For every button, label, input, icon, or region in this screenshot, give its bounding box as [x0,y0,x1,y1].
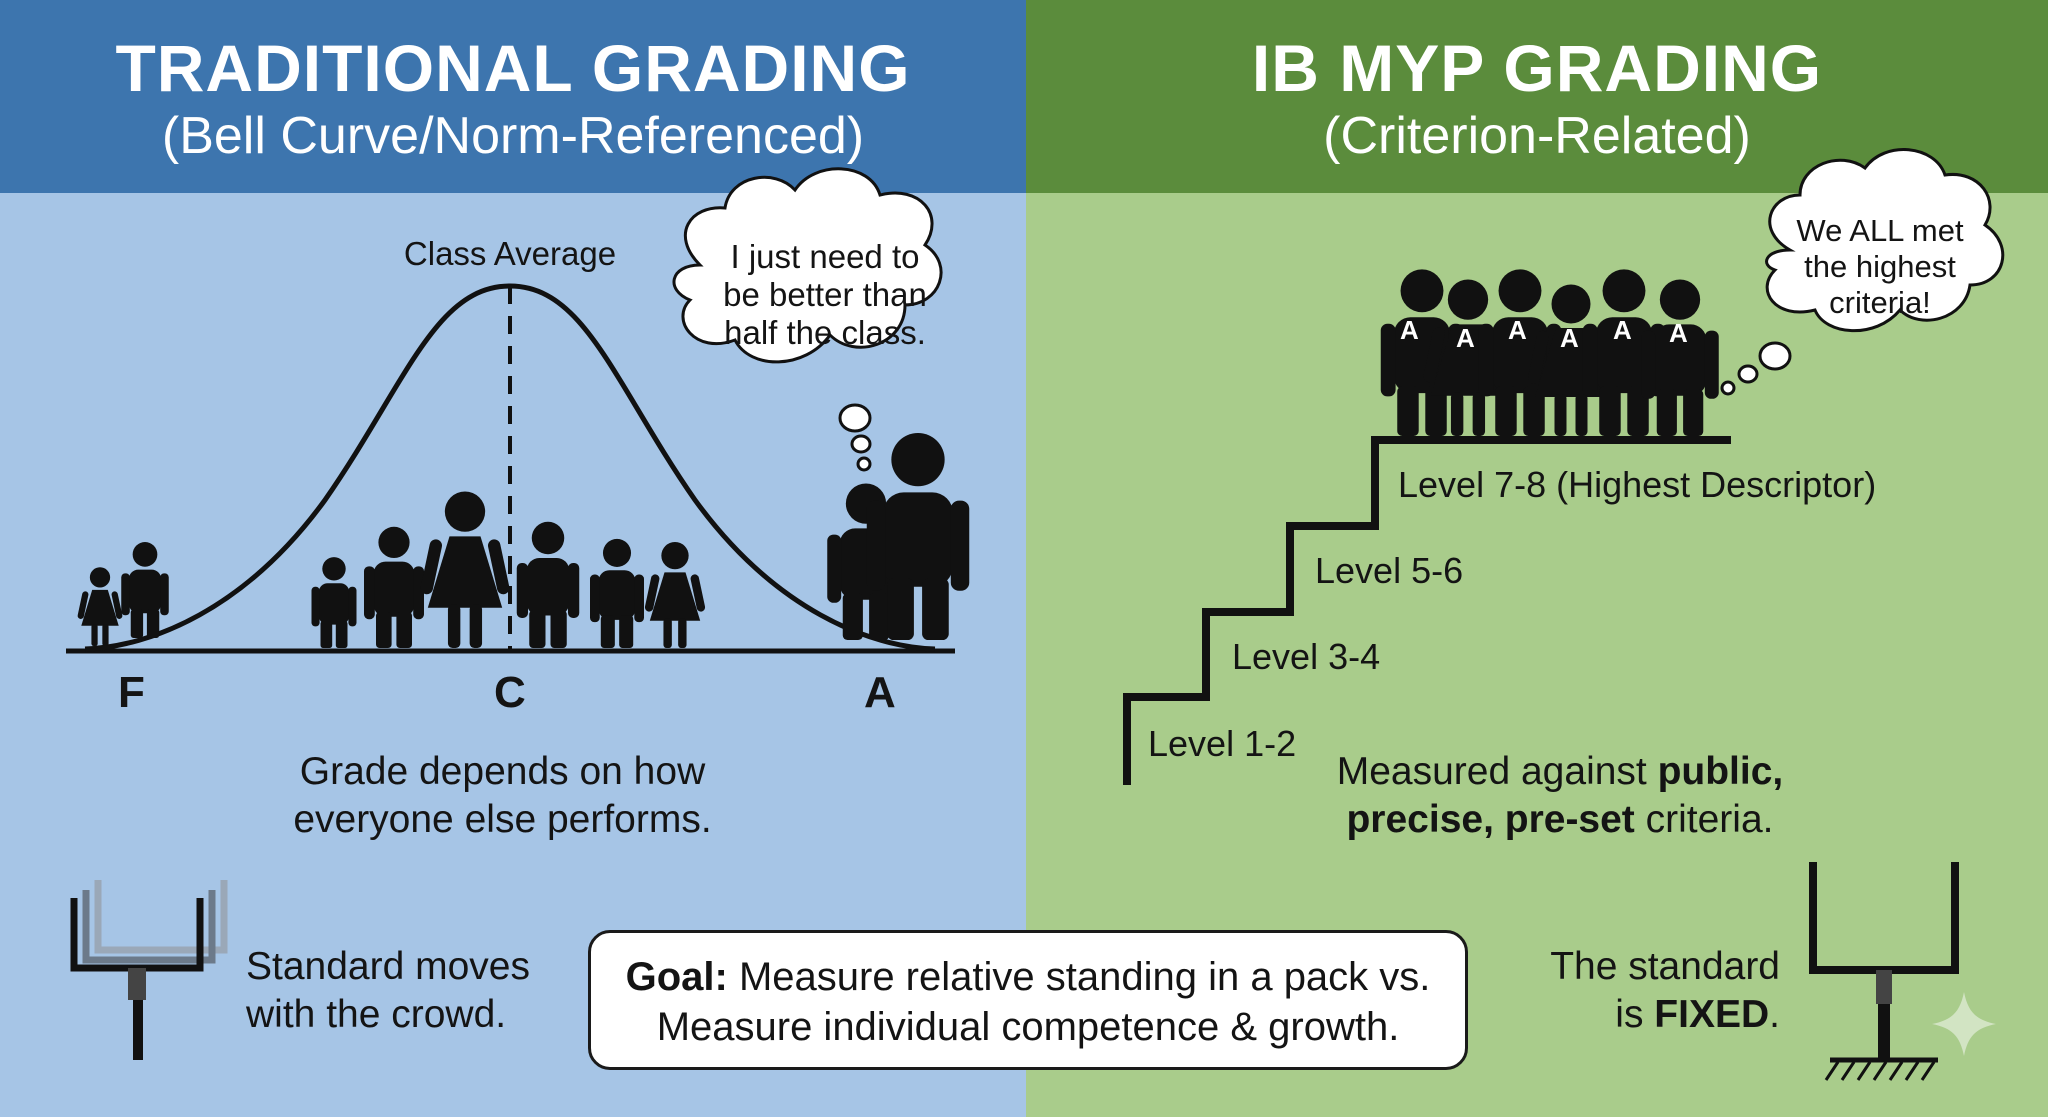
goal-text: Measure relative standing in a pack vs. … [656,955,1431,1049]
class-average-label: Class Average [403,235,617,272]
goal-label: Goal: [625,955,728,999]
right-thought-cloud [1720,148,2005,396]
moving-standard-text: Standard moves with the crowd. [246,945,530,1036]
left-thought-text: I just need to be better than half the c… [723,238,927,351]
traditional-caption: Grade depends on how everyone else perfo… [293,750,712,841]
ib-myp-caption: Measured against public, precise, pre-se… [1290,748,1830,844]
left-students [77,432,970,648]
student-grade-badge: A [1456,323,1475,353]
student-grade-badge: A [1400,315,1419,345]
ib-myp-title: IB MYP GRADING [1251,31,1823,105]
caption-text-pre: Measured against [1336,750,1658,793]
left-thought-cloud [672,167,943,472]
fixed-text-bold: FIXED [1654,993,1770,1036]
student-figure [77,567,123,646]
level-3-4-label: Level 3-4 [1232,636,1381,677]
ib-myp-subtitle: (Criterion-Related) [1323,107,1751,165]
level-1-2-label: Level 1-2 [1148,723,1297,764]
student-figure [364,526,424,648]
bell-curve [66,283,955,654]
student-figure [644,541,706,648]
student-figure [590,538,644,648]
grade-label-a: A [864,668,896,717]
level-5-6-label: Level 5-6 [1315,550,1464,591]
goal-box: Goal: Measure relative standing in a pac… [588,930,1468,1070]
grade-label-f: F [118,668,145,717]
sparkle-icon [1932,992,1996,1056]
student-figure [121,542,169,638]
student-figure [311,557,357,648]
student-figure [1641,279,1719,436]
moving-goalpost-icon [70,880,228,1060]
level-7-8-label: Level 7-8 (Highest Descriptor) [1398,464,1877,505]
fixed-text-pre: The standard is [1550,945,1780,1036]
student-grade-badge: A [1560,323,1579,353]
fixed-text-post: . [1769,993,1780,1036]
student-grade-badge: A [1508,315,1527,345]
caption-text-post: criteria. [1634,798,1774,841]
criteria-staircase [1123,436,1731,785]
right-thought-text: We ALL met the highest criteria! [1796,213,1964,320]
student-grade-badge: A [1669,318,1688,348]
student-figure [419,491,511,648]
traditional-subtitle: (Bell Curve/Norm-Referenced) [161,107,865,165]
student-grade-badge: A [1613,315,1632,345]
grade-label-c: C [494,668,526,717]
ib-myp-header: IB MYP GRADING (Criterion-Related) [1026,0,2048,193]
right-students [1380,269,1719,436]
traditional-title: TRADITIONAL GRADING [115,31,911,105]
fixed-goalpost-icon [1809,862,1959,1081]
caption-text-bold: public, precise, pre-set [1346,750,1784,841]
fixed-standard-text: The standard is FIXED. [1520,943,1780,1039]
student-figure [516,521,580,648]
traditional-header: TRADITIONAL GRADING (Bell Curve/Norm-Ref… [0,0,1026,193]
